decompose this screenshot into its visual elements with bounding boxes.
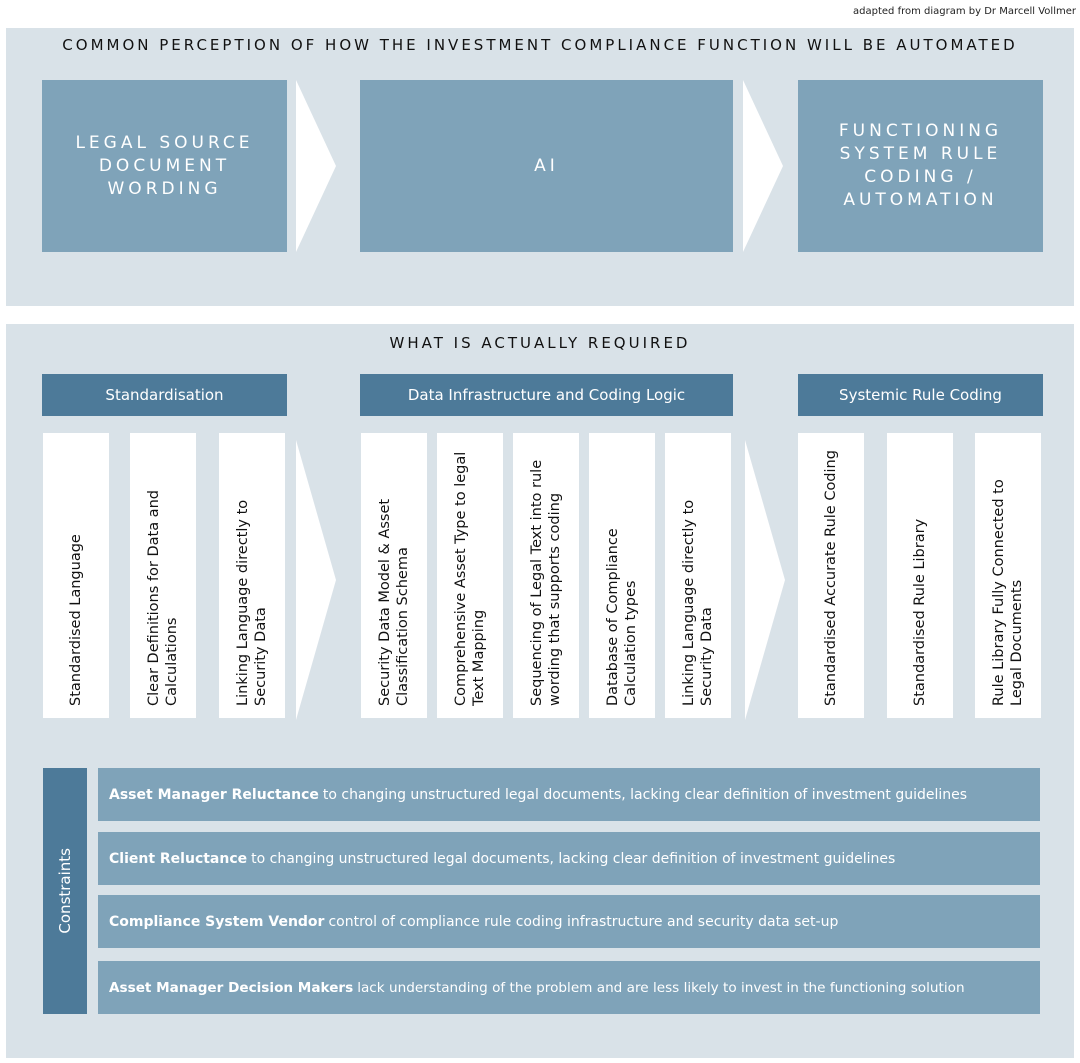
constraint-text: control of compliance rule coding infras… (328, 913, 839, 930)
card-label: Linking Language directly to Security Da… (235, 499, 269, 706)
arrow-icon (743, 80, 783, 252)
constraint-title: Asset Manager Decision Makers (109, 979, 354, 996)
card-label: Rule Library Fully Connected to Legal Do… (991, 479, 1025, 706)
card-label: Standardised Rule Library (912, 518, 928, 706)
constraints-label-text: Constraints (56, 848, 74, 934)
legal-source-box: LEGAL SOURCE DOCUMENT WORDING (42, 80, 287, 252)
constraint-title: Compliance System Vendor (109, 913, 325, 930)
card-label: Database of Compliance Calculation types (605, 528, 639, 706)
requirement-card: Security Data Model & Asset Classificati… (361, 433, 427, 718)
requirement-card: Comprehensive Asset Type to legal Text M… (437, 433, 503, 718)
automation-box: FUNCTIONING SYSTEM RULE CODING / AUTOMAT… (798, 80, 1043, 252)
card-label: Standardised Accurate Rule Coding (823, 450, 839, 706)
required-title: WHAT IS ACTUALLY REQUIRED (389, 334, 691, 352)
card-label: Linking Language directly to Security Da… (681, 499, 715, 706)
arrow-icon (296, 80, 336, 252)
requirement-card: Standardised Rule Library (887, 433, 953, 718)
arrow-icon (745, 440, 785, 720)
constraint-text: lack understanding of the problem and ar… (357, 979, 965, 996)
requirement-card: Database of Compliance Calculation types (589, 433, 655, 718)
group-header-standardisation: Standardisation (42, 374, 287, 416)
requirement-card: Sequencing of Legal Text into rule wordi… (513, 433, 579, 718)
ai-box: AI (360, 80, 733, 252)
requirement-card: Rule Library Fully Connected to Legal Do… (975, 433, 1041, 718)
requirement-card: Clear Definitions for Data and Calculati… (130, 433, 196, 718)
constraint-title: Asset Manager Reluctance (109, 786, 319, 803)
perception-title: COMMON PERCEPTION OF HOW THE INVESTMENT … (62, 36, 1018, 54)
constraints-label: Constraints (43, 768, 87, 1014)
card-label: Standardised Language (68, 534, 84, 706)
requirement-card: Linking Language directly to Security Da… (219, 433, 285, 718)
requirement-card: Standardised Language (43, 433, 109, 718)
card-label: Clear Definitions for Data and Calculati… (146, 490, 180, 706)
constraint-text: to changing unstructured legal documents… (322, 786, 968, 803)
group-header-systemic-rule-coding: Systemic Rule Coding (798, 374, 1043, 416)
group-header-data-infrastructure: Data Infrastructure and Coding Logic (360, 374, 733, 416)
constraint-text: to changing unstructured legal documents… (251, 850, 896, 867)
card-label: Sequencing of Legal Text into rule wordi… (529, 459, 563, 706)
credit-note: adapted from diagram by Dr Marcell Vollm… (853, 6, 1076, 17)
card-label: Comprehensive Asset Type to legal Text M… (453, 451, 487, 706)
arrow-icon (296, 440, 336, 720)
requirement-card: Standardised Accurate Rule Coding (798, 433, 864, 718)
constraint-title: Client Reluctance (109, 850, 248, 867)
card-label: Security Data Model & Asset Classificati… (377, 498, 411, 706)
requirement-card: Linking Language directly to Security Da… (665, 433, 731, 718)
